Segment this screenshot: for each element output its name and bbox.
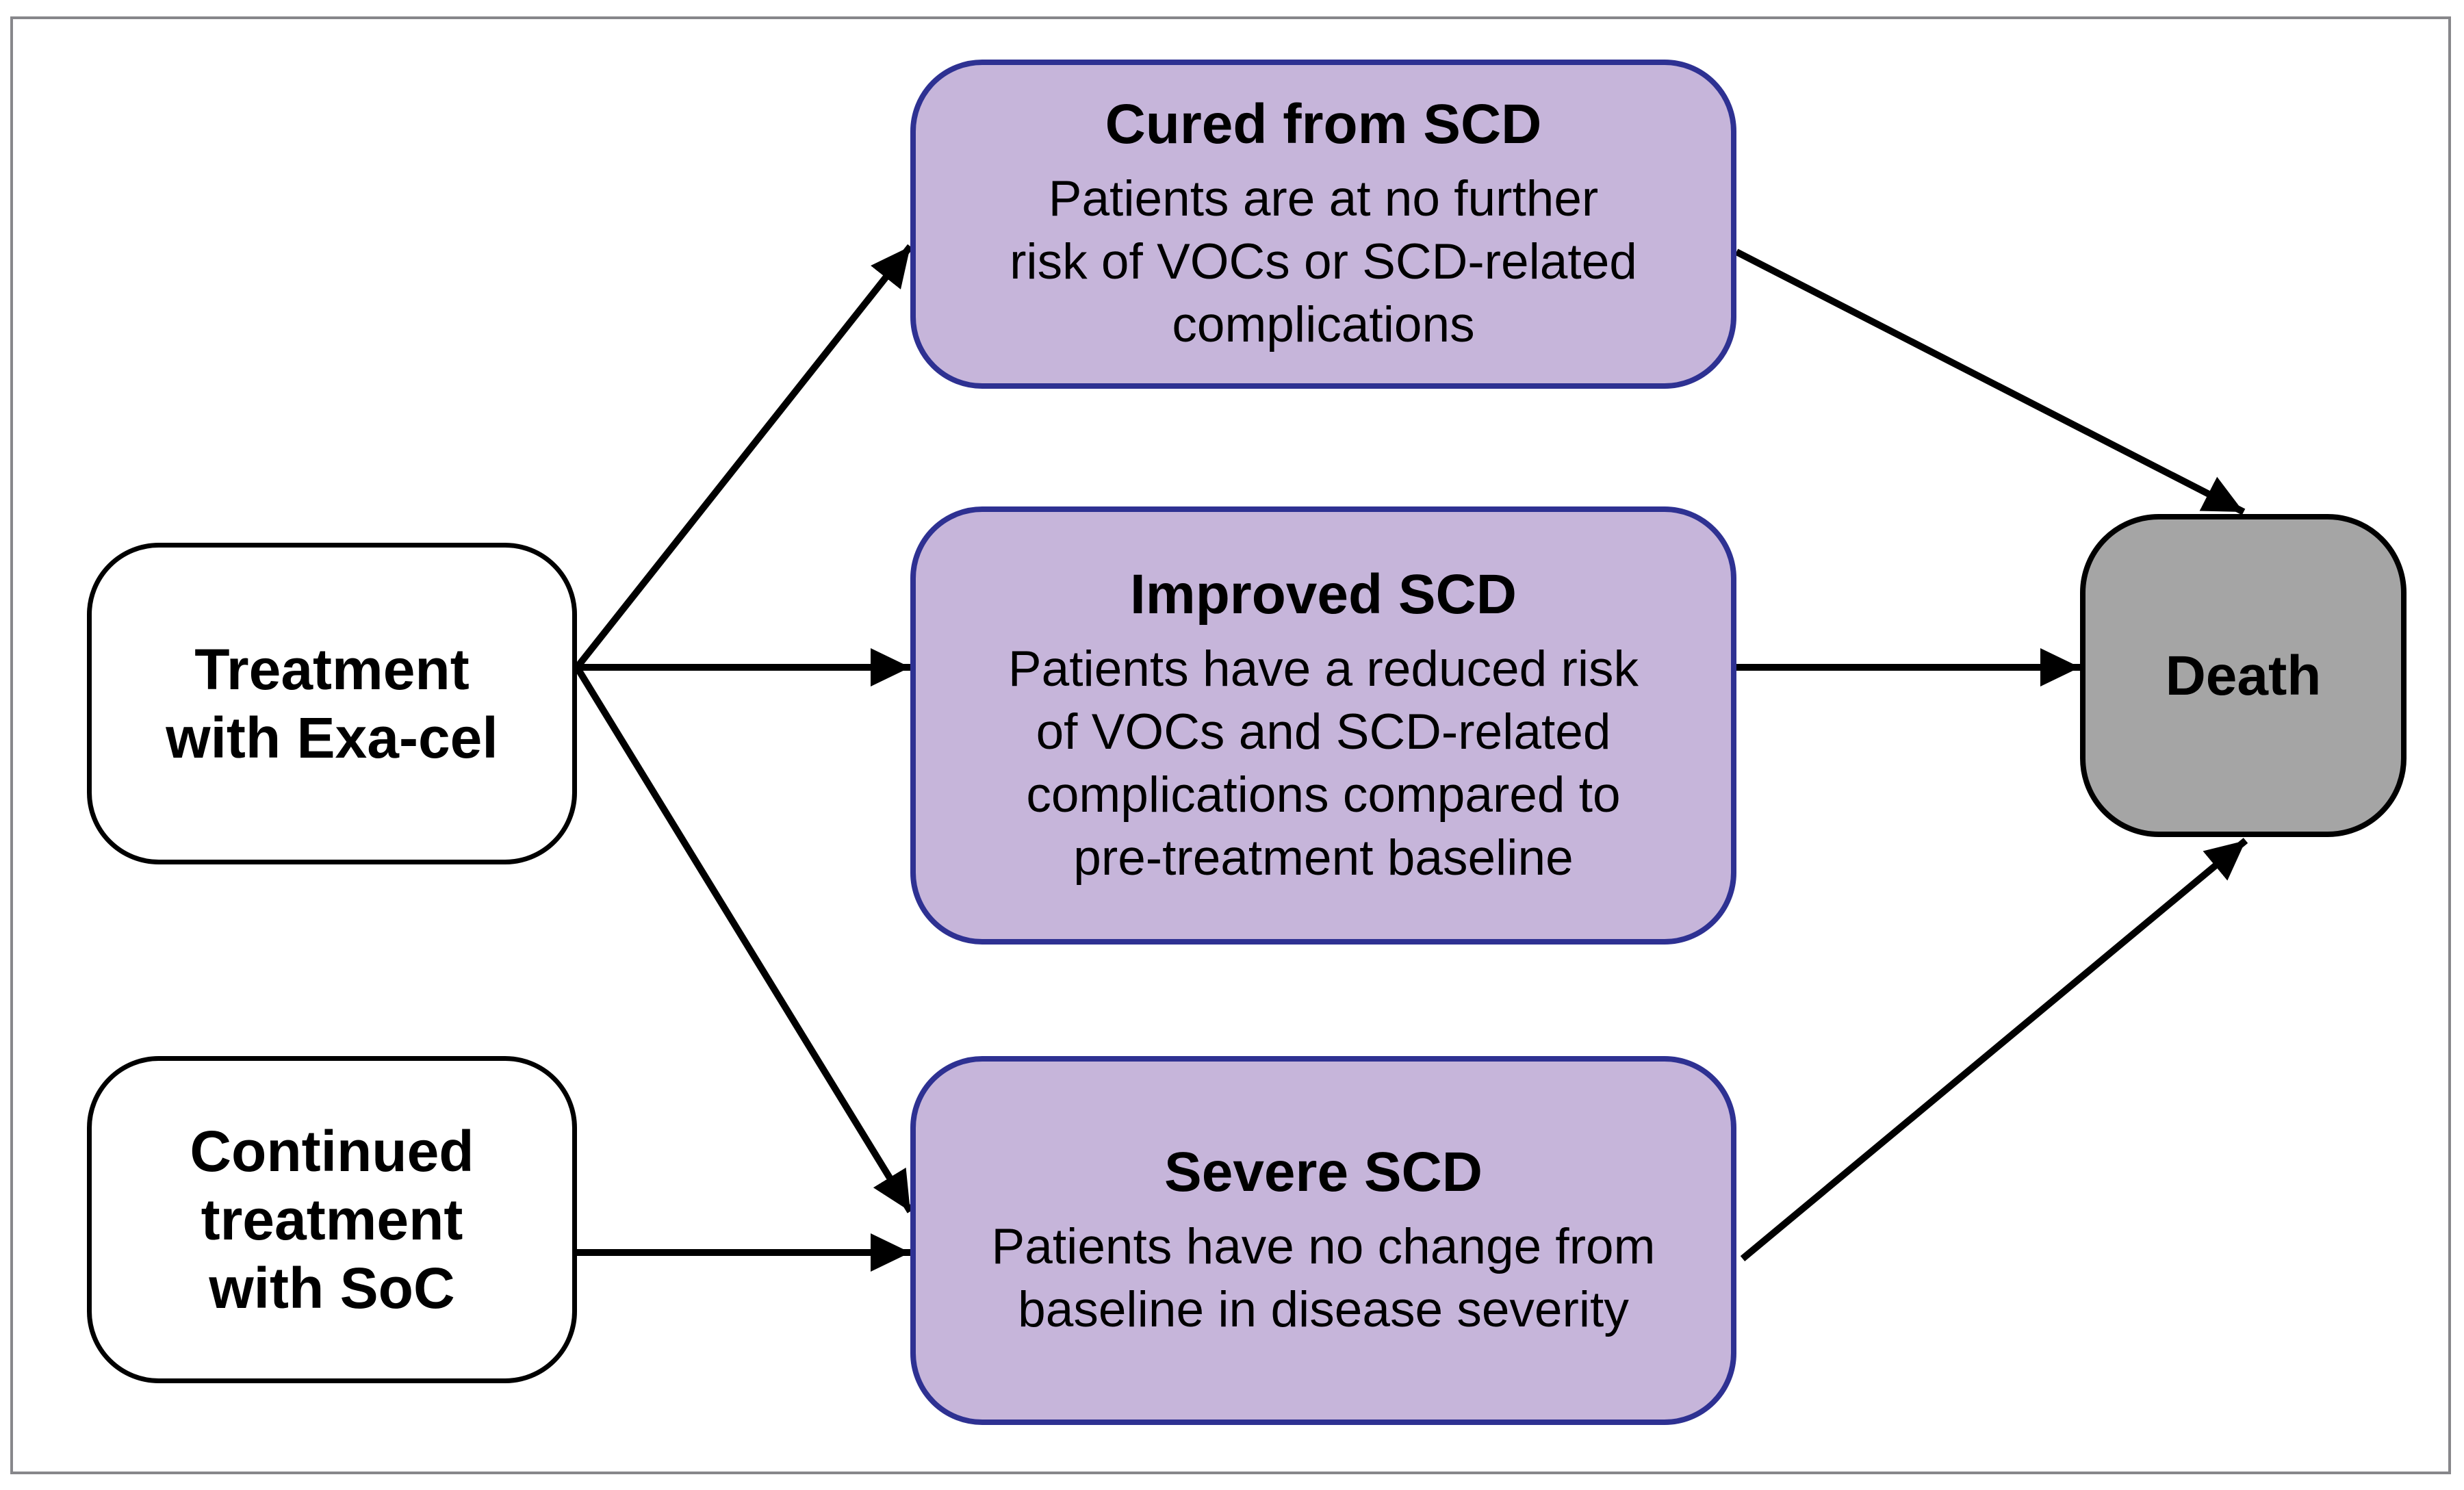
treatment-soc-box: Continued treatment with SoC — [87, 1056, 577, 1383]
treatment-exacel-label: Treatment with Exa-cel — [166, 637, 498, 770]
arrow-severe-to-death — [1740, 838, 2248, 1261]
diagram-outer-frame — [10, 16, 2451, 1474]
treatment-exacel-box: Treatment with Exa-cel — [87, 543, 577, 864]
arrow-exacel-to-cured — [574, 244, 913, 670]
state-improved-description: Patients have a reduced risk of VOCs and… — [1008, 641, 1639, 886]
state-improved-box: Improved SCD Patients have a reduced ris… — [910, 506, 1736, 945]
state-severe-title: Severe SCD — [1164, 1141, 1483, 1203]
state-death-label: Death — [2165, 644, 2322, 707]
arrow-cured-to-death — [1734, 248, 2246, 515]
state-cured-description: Patients are at no further risk of VOCs … — [1010, 171, 1637, 352]
state-severe-box: Severe SCD Patients have no change from … — [910, 1056, 1736, 1425]
treatment-soc-label: Continued treatment with SoC — [190, 1119, 474, 1320]
state-death-box: Death — [2080, 514, 2407, 837]
state-cured-box: Cured from SCD Patients are at no furthe… — [910, 60, 1736, 389]
state-improved-title: Improved SCD — [1130, 563, 1517, 626]
state-cured-title: Cured from SCD — [1105, 93, 1542, 155]
state-severe-description: Patients have no change from baseline in… — [991, 1219, 1656, 1337]
arrow-exacel-to-severe — [574, 665, 914, 1213]
